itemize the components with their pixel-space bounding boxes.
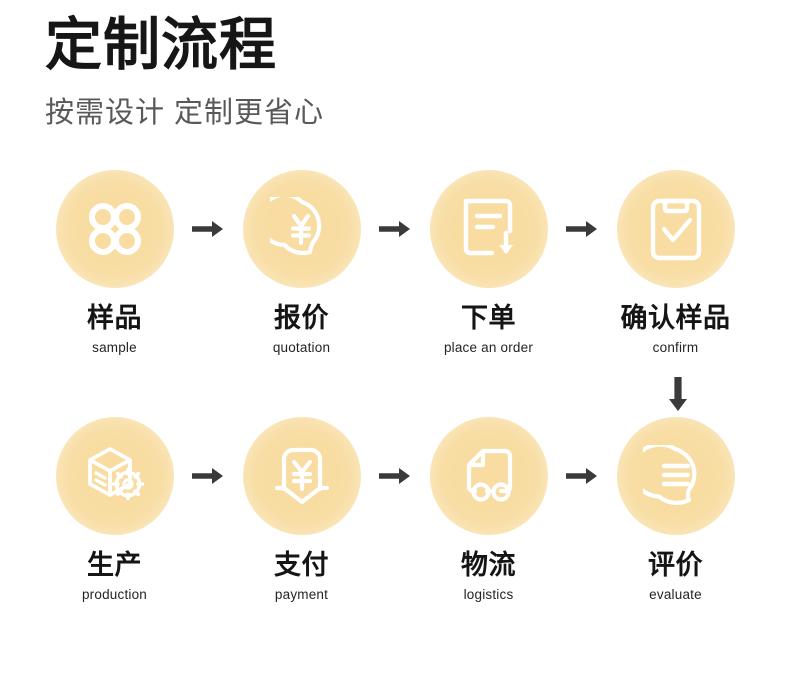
sample-icon-bubble (55, 170, 174, 288)
step-label-cn: 下单 (461, 303, 516, 333)
step-label-cn: 生产 (87, 550, 142, 580)
connector-order-to-confirm (563, 170, 602, 288)
step-label-en: evaluate (649, 586, 702, 602)
arrow-right-icon (566, 221, 597, 237)
speech-bubble-lines-evaluate-icon (642, 445, 696, 505)
payment-icon-bubble (242, 417, 361, 535)
arrow-down-icon (669, 377, 687, 411)
process-step-logistics[interactable]: 物流 logistics (415, 417, 563, 603)
process-step-quotation[interactable]: 报价 quotation (228, 170, 376, 356)
process-row-2: 生产 production 支付 payment (0, 417, 790, 603)
step-label-en: production (81, 586, 148, 602)
speech-bubble-yuan-quotation-icon (269, 197, 321, 256)
arrow-right-icon (379, 468, 410, 484)
document-download-order-icon (463, 198, 513, 256)
step-label-cn: 报价 (274, 303, 329, 333)
step-label-cn: 确认样品 (620, 303, 731, 333)
step-label-en: quotation (272, 339, 331, 355)
box-gear-production-icon (87, 447, 144, 501)
header-block: 定制流程 按需设计 定制更省心 (45, 12, 324, 131)
logistics-icon-bubble (429, 417, 548, 535)
connector-quotation-to-order (376, 170, 415, 288)
production-icon-bubble (55, 417, 174, 535)
step-label-cn: 支付 (274, 550, 329, 580)
evaluate-icon-bubble (616, 417, 735, 535)
process-step-sample[interactable]: 样品 sample (41, 170, 189, 356)
arrow-right-icon (566, 468, 597, 484)
four-circles-sample-icon (88, 203, 141, 255)
connector-production-to-payment (189, 417, 228, 535)
process-step-place-order[interactable]: 下单 place an order (415, 170, 563, 356)
place-order-icon-bubble (429, 170, 548, 288)
connector-payment-to-logistics (376, 417, 415, 535)
step-label-en: logistics (463, 586, 514, 602)
step-label-cn: 评价 (648, 550, 703, 580)
process-row-1: 样品 sample 报价 quotation (0, 170, 790, 356)
connector-logistics-to-evaluate (563, 417, 602, 535)
step-label-cn: 样品 (87, 303, 142, 333)
delivery-truck-logistics-icon (466, 448, 512, 502)
page-subtitle: 按需设计 定制更省心 (45, 97, 325, 130)
process-step-confirm[interactable]: 确认样品 confirm (602, 170, 750, 356)
arrow-right-icon (192, 468, 223, 484)
process-step-payment[interactable]: 支付 payment (228, 417, 376, 603)
confirm-icon-bubble (616, 170, 735, 288)
process-step-evaluate[interactable]: 评价 evaluate (602, 417, 750, 603)
process-step-production[interactable]: 生产 production (41, 417, 189, 603)
step-label-en: sample (92, 339, 137, 355)
connector-sample-to-quotation (189, 170, 228, 288)
page-title: 定制流程 (45, 13, 277, 77)
step-label-en: place an order (443, 339, 534, 355)
arrow-right-icon (192, 221, 223, 237)
clipboard-check-confirm-icon (650, 198, 701, 261)
step-label-en: confirm (652, 339, 699, 355)
step-label-cn: 物流 (461, 550, 516, 580)
connector-confirm-to-production (661, 375, 695, 415)
quotation-icon-bubble (242, 170, 361, 288)
arrow-right-icon (379, 221, 410, 237)
step-label-en: payment (274, 586, 329, 602)
wallet-yuan-payment-icon (274, 447, 329, 505)
